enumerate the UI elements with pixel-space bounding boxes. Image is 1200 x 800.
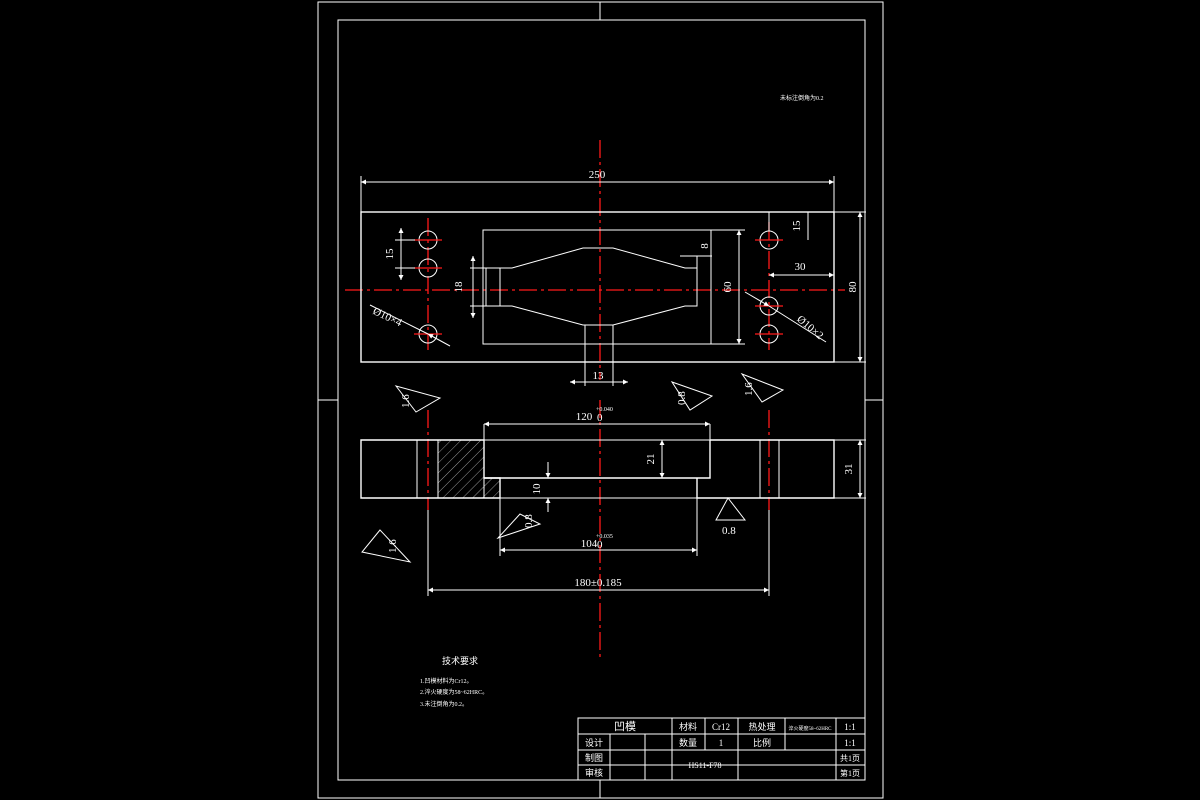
title-block: 凹模 材料 Cr12 热处理 淬火硬度58~62HRC 1:1 设计 数量 1 … (577, 717, 866, 781)
dim-length-total: 250 (589, 169, 606, 181)
dim-slot-step: 8 (699, 243, 711, 249)
tb-heat-value: 淬火硬度58~62HRC (789, 725, 833, 732)
roughness-1: 1.6 (400, 394, 412, 408)
dim-section-top-tol-low: 0 (597, 412, 603, 424)
tb-design-label: 设计 (585, 737, 603, 748)
centering-marks (318, 2, 883, 798)
dim-section-top-width: 120 (576, 411, 593, 423)
note-top-right: 未标注倒角为0.2 (780, 94, 824, 102)
dim-slot-height: 60 (722, 281, 734, 293)
tb-scale-top: 1:1 (844, 722, 856, 732)
roughness-4: 0.8 (523, 514, 535, 528)
tb-material-value: Cr12 (712, 722, 730, 732)
section-view: 120 +0.040 0 21 10 31 104 +0.035 0 180±0… (360, 372, 866, 660)
hole-left-callout: Ø10×4 (371, 305, 404, 329)
tech-req-title: 技术要求 (442, 655, 478, 666)
dim-hole-spacing-right: 15 (791, 220, 803, 232)
tb-quantity-label: 数量 (679, 737, 697, 748)
inner-border (337, 19, 866, 781)
dim-hole-spacing-left: 15 (384, 248, 396, 260)
tb-heat-label: 热处理 (748, 721, 775, 732)
dim-section-step: 10 (531, 483, 543, 495)
tb-ratio-label: 比例 (753, 737, 771, 748)
dim-section-bottom-tol: +0.035 (596, 534, 613, 540)
dim-section-thickness: 31 (843, 464, 855, 475)
dim-slot-width-left: 18 (453, 281, 465, 293)
tech-req-line-1: 1.凹模材料为Cr12。 (420, 677, 473, 685)
top-view: 250 80 15 15 30 18 60 8 (345, 140, 866, 386)
tb-drawing-no: HS11-F78 (688, 761, 721, 770)
roughness-6: 1.6 (387, 539, 399, 553)
dim-section-depth: 21 (645, 454, 657, 465)
dim-hole-offset-right: 30 (795, 261, 807, 273)
tb-scale-bottom: 1:1 (844, 738, 856, 748)
roughness-5: 0.8 (722, 525, 736, 537)
dim-section-bottom-width: 104 (581, 538, 598, 550)
dim-hole-center-distance: 180±0.185 (574, 577, 622, 589)
tb-check-label: 审核 (585, 767, 603, 778)
tech-req-line-3: 3.未注倒角为0.2。 (420, 700, 468, 708)
tb-material-label: 材料 (679, 721, 697, 732)
roughness-2: 0.8 (676, 391, 688, 405)
tech-req-line-2: 2.淬火硬度为58~62HRC。 (420, 688, 488, 696)
dim-section-top-tol: +0.040 (596, 407, 613, 413)
tb-quantity-value: 1 (719, 738, 724, 748)
dim-slot-bottom-width: 13 (593, 370, 605, 382)
dim-height-total: 80 (847, 281, 859, 293)
technical-requirements: 技术要求 1.凹模材料为Cr12。 2.淬火硬度为58~62HRC。 3.未注倒… (420, 655, 488, 708)
hole-right-callout: Ø10×2 (794, 313, 825, 342)
dim-section-bottom-tol-low: 0 (597, 539, 603, 551)
tb-part-name: 凹模 (614, 720, 636, 733)
tb-total-sheets: 共1页 (840, 754, 860, 763)
tb-sheet-no: 第1页 (840, 768, 860, 778)
roughness-3: 1.6 (743, 382, 755, 396)
tb-drawing-label: 制图 (585, 752, 603, 763)
